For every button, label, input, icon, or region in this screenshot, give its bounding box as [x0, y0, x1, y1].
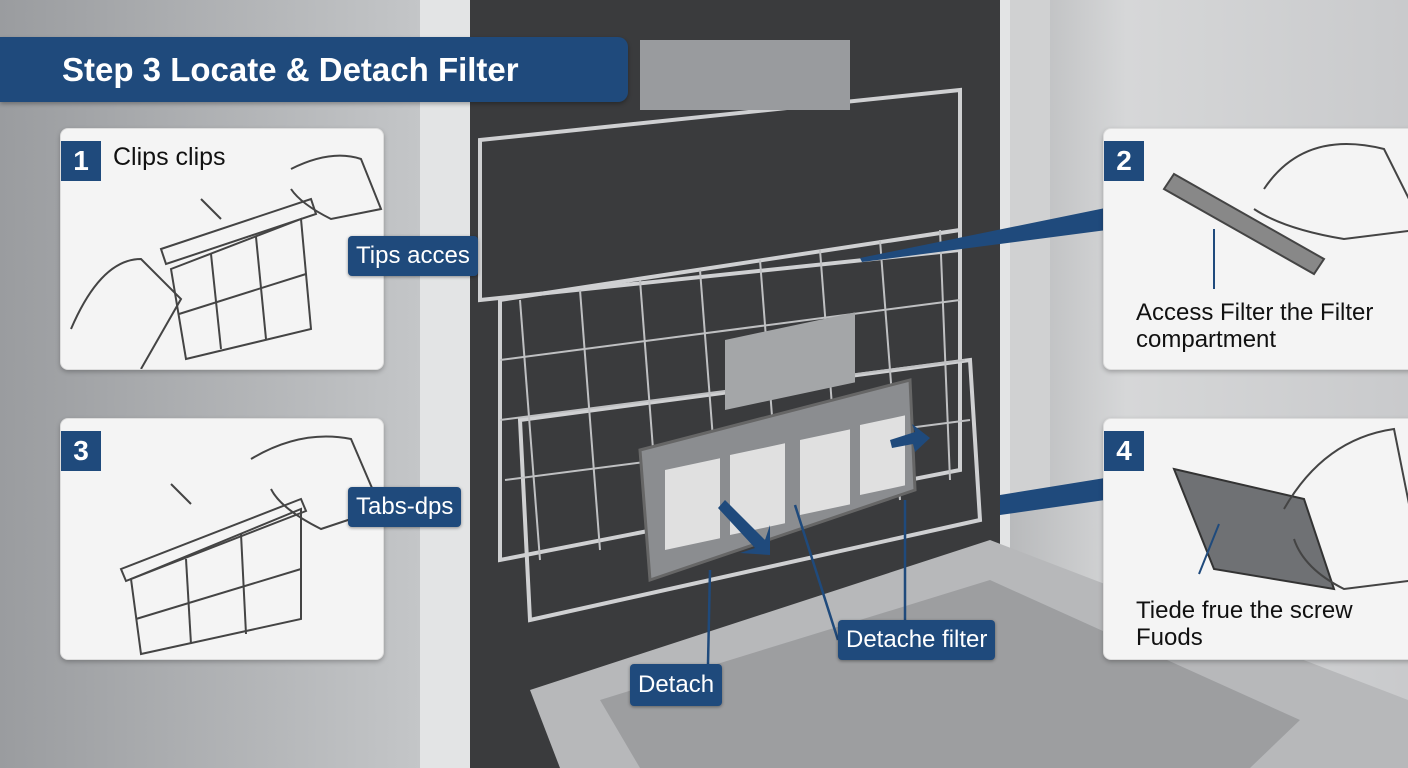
step-number: 4 [1104, 431, 1144, 471]
step-number: 1 [61, 141, 101, 181]
step-number: 2 [1104, 141, 1144, 181]
step-panel-3: 3 [60, 418, 384, 660]
callout-tips-access: Tips acces [348, 236, 478, 276]
step-panel-2: 2 Access Filter the Filter compartment [1103, 128, 1408, 370]
page-title: Step 3 Locate & Detach Filter [0, 37, 628, 102]
filter-clip-illustration [70, 154, 383, 369]
callout-detache-filter: Detache filter [838, 620, 996, 660]
callout-tabs-clips: Tabs-dps [348, 487, 462, 527]
step-panel-1: 1 Clips clips [60, 128, 384, 370]
filter-tab-illustration [119, 435, 383, 656]
filter-compartment-illustration [1162, 143, 1408, 289]
filter-screw-illustration [1172, 427, 1408, 591]
step-caption: Tiede frue the screw Fuods [1136, 597, 1353, 651]
step-title: Clips clips [113, 143, 226, 171]
step-number: 3 [61, 431, 101, 471]
step-panel-4: 4 Tiede frue the screw Fuods [1103, 418, 1408, 660]
step-caption: Access Filter the Filter compartment [1136, 299, 1374, 353]
callout-detach: Detach [630, 664, 723, 706]
